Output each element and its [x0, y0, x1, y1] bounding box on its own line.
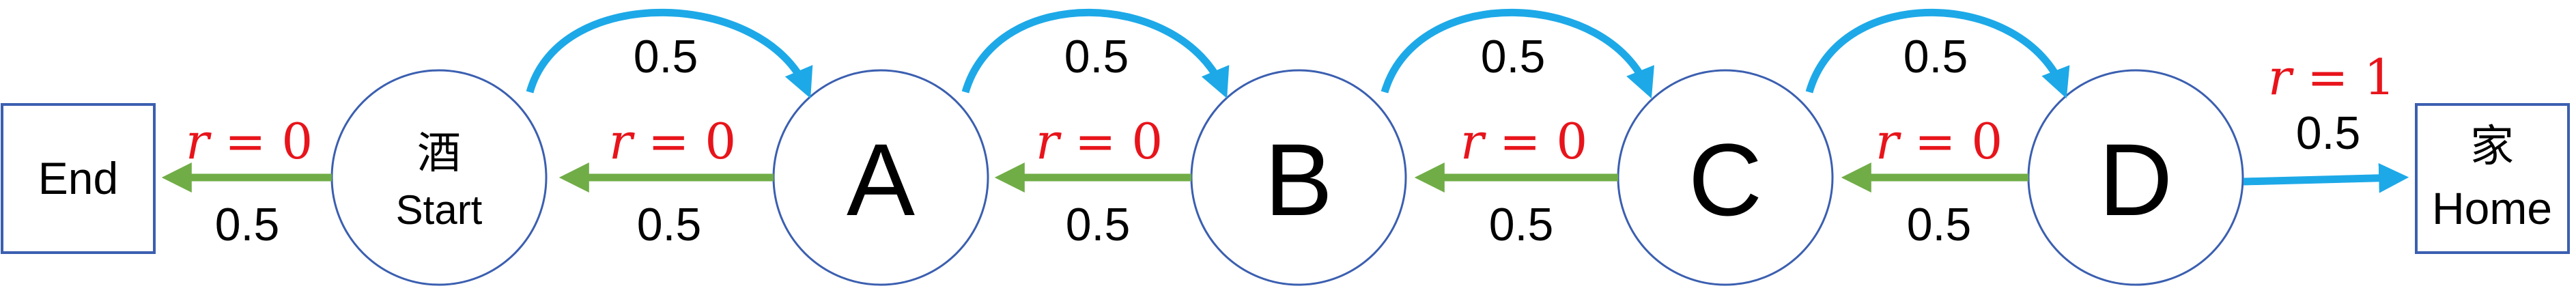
probability-label: 0.5	[1903, 31, 1968, 83]
left-arrow-start-to-end: r = 0 0.5	[161, 113, 332, 251]
probability-label: 0.5	[1907, 199, 1972, 251]
reward-label: r = 1	[2268, 48, 2395, 106]
reward-label: r = 0	[1876, 113, 2002, 170]
probability-label: 0.5	[1064, 31, 1129, 83]
node-c: C	[1617, 69, 1834, 286]
probability-label: 0.5	[1481, 31, 1546, 83]
home-state-box: 家 Home	[2415, 103, 2570, 254]
probability-label: 0.5	[1066, 199, 1131, 251]
right-arrow-a-to-b: 0.5	[961, 8, 1230, 99]
node-c-label: C	[1688, 122, 1762, 237]
probability-label: 0.5	[2296, 107, 2361, 159]
left-arrow-a-to-start: r = 0 0.5	[558, 113, 774, 251]
right-arrow-c-to-d: 0.5	[1805, 8, 2070, 99]
left-arrow-d-to-c: r = 0 0.5	[1841, 113, 2028, 251]
home-cjk-label: 家	[2470, 122, 2514, 172]
probability-label: 0.5	[1489, 199, 1554, 251]
probability-label: 0.5	[634, 31, 698, 83]
start-label: Start	[396, 187, 483, 233]
probability-label: 0.5	[215, 199, 280, 251]
node-d-label: D	[2099, 122, 2172, 237]
node-b: B	[1190, 69, 1407, 286]
node-b-label: B	[1264, 122, 1333, 237]
right-arrow-start-to-a: 0.5	[526, 8, 813, 99]
home-label: Home	[2432, 183, 2552, 234]
reward-label: r = 0	[186, 113, 313, 170]
start-cjk-label: 酒	[417, 128, 461, 179]
node-a-label: A	[847, 122, 915, 237]
node-a: A	[772, 69, 989, 286]
end-state-box: End	[1, 103, 156, 254]
left-arrow-b-to-a: r = 0 0.5	[994, 113, 1191, 251]
right-arrow-d-to-home: r = 1 0.5	[2243, 48, 2409, 193]
node-d: D	[2027, 69, 2244, 286]
start-node: 酒 Start	[330, 69, 548, 286]
reward-label: r = 0	[609, 113, 736, 170]
probability-label: 0.5	[637, 199, 702, 251]
left-arrow-c-to-b: r = 0 0.5	[1414, 113, 1618, 251]
reward-label: r = 0	[1460, 113, 1587, 170]
end-label: End	[38, 153, 118, 203]
right-arrow-b-to-c: 0.5	[1381, 8, 1654, 99]
reward-label: r = 0	[1036, 113, 1163, 170]
